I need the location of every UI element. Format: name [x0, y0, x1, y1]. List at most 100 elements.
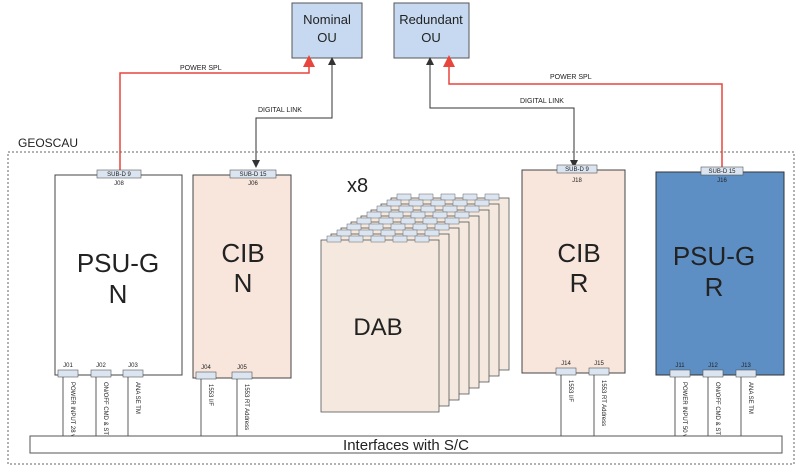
power-spl-right-label: POWER SPL	[550, 74, 592, 81]
nominal-ou-box: Nominal OU	[291, 2, 363, 59]
dab-connector-tab	[348, 235, 364, 243]
dab-connector-tab	[462, 193, 478, 201]
dab-connector-tab	[378, 217, 394, 225]
dab-connector-tab	[388, 211, 404, 219]
dab-connector-tab	[484, 193, 500, 201]
cib-r-top-connector-label: SUB-D 9	[565, 167, 589, 173]
bottom-io-label: POWER INPUT 28 volts	[69, 382, 75, 447]
dab-connector-tab	[368, 223, 384, 231]
dab-connector-tab	[422, 217, 438, 225]
bottom-jack-id: J04	[201, 365, 211, 371]
cib-r-module: SUB-D 9 J18 CIB R	[521, 164, 626, 374]
dab-connector-tab	[430, 199, 446, 207]
bottom-jack-id: J05	[237, 365, 247, 371]
dab-connector-tab	[390, 223, 406, 231]
psu-r-top-connector-label: SUB-D 15	[708, 169, 736, 175]
dab-connector-tab	[346, 223, 362, 231]
dab-connector-tab	[452, 199, 468, 207]
nominal-ou-line2: OU	[317, 30, 337, 45]
psu-g-r-module: SUB-D 15 J16 PSU-G R	[655, 166, 785, 376]
cib-n-subtitle: N	[234, 268, 253, 298]
digital-link-right-label: DIGITAL LINK	[520, 98, 564, 105]
cib-r-top-connector	[556, 164, 598, 174]
bottom-jack-id: J12	[708, 363, 718, 369]
psu-n-top-jack: J08	[114, 181, 124, 187]
bottom-connector	[588, 367, 610, 376]
bottom-connector	[231, 371, 253, 380]
dab-card-stack	[320, 193, 510, 413]
geoscau-label: GEOSCAU	[18, 136, 78, 150]
interfaces-bar: Interfaces with S/C	[29, 435, 783, 454]
geoscau-enclosure: GEOSCAU	[7, 136, 795, 465]
dab-connector-tab	[454, 211, 470, 219]
cib-r-subtitle: R	[570, 268, 589, 298]
digital-link-left-label: DIGITAL LINK	[258, 107, 302, 114]
dab-connector-tab	[412, 223, 428, 231]
psu-g-n-module: SUB-D 9 J08 PSU-G N	[54, 169, 183, 376]
interfaces-label: Interfaces with S/C	[343, 437, 469, 454]
psu-n-top-connector	[96, 169, 142, 179]
dab-connector-tab	[440, 193, 456, 201]
dab-connector-tab	[434, 223, 450, 231]
dab-connector-tab	[370, 235, 386, 243]
bottom-connector	[90, 369, 112, 378]
dab-connector-tab	[408, 199, 424, 207]
cib-n-module: SUB-D 15 J06 CIB N	[192, 169, 292, 379]
dab-connector-tab	[358, 229, 374, 237]
dab-connector-tab	[402, 229, 418, 237]
dab-connector-tab	[386, 199, 402, 207]
bottom-jack-id: J03	[128, 363, 138, 369]
bottom-io-label: 1553 I/F	[207, 384, 213, 406]
bottom-jack-id: J13	[741, 363, 751, 369]
dab-multiplier: x8	[347, 175, 368, 197]
psu-n-title: PSU-G	[77, 248, 159, 278]
bottom-connector	[555, 367, 577, 376]
bottom-jack-id: J11	[675, 363, 685, 369]
bottom-jack-id: J14	[561, 361, 571, 367]
dab-connector-tab	[410, 211, 426, 219]
psu-r-top-jack: J16	[717, 178, 727, 184]
bottom-jack-id: J02	[96, 363, 106, 369]
bottom-connector	[122, 369, 144, 378]
cib-r-top-jack: J18	[572, 178, 582, 184]
dab-card	[320, 239, 440, 413]
dab-connector-tab	[336, 229, 352, 237]
dab-connector-tab	[380, 229, 396, 237]
dab-connector-tab	[420, 205, 436, 213]
redundant-ou-line2: OU	[421, 30, 441, 45]
bottom-connector	[702, 369, 724, 378]
redundant-ou-line1: Redundant	[399, 12, 463, 27]
bottom-io-label: ANA SE TM	[134, 382, 140, 414]
cib-n-title: CIB	[221, 238, 264, 268]
bottom-connector	[57, 369, 79, 378]
dab-connector-tab	[474, 199, 490, 207]
bottom-connector	[195, 371, 217, 380]
digital-link-right: DIGITAL LINK	[426, 57, 578, 168]
bottom-io-label: 1553 RT Address	[243, 384, 249, 430]
dab-connector-tab	[442, 205, 458, 213]
dab-stack: x8 DAB	[320, 175, 510, 413]
bottom-io-label: ON/OFF CMD & STS	[714, 382, 720, 439]
cib-r-title: CIB	[557, 238, 600, 268]
cib-n-top-connector-label: SUB-D 15	[239, 172, 267, 178]
dab-connector-tab	[326, 235, 342, 243]
power-spl-right-link: POWER SPL	[443, 55, 723, 170]
cib-n-top-connector	[229, 169, 277, 179]
bottom-io-label: 1553 I/F	[567, 380, 573, 402]
bottom-connector	[735, 369, 757, 378]
bottom-io-label: 1553 RT Address	[600, 380, 606, 426]
bottom-jack-id: J15	[594, 361, 604, 367]
bottom-io-label: ANA SE TM	[747, 382, 753, 414]
dab-connector-tab	[396, 193, 412, 201]
dab-connector-tab	[392, 235, 408, 243]
dab-connector-tab	[414, 235, 430, 243]
nominal-ou-line1: Nominal	[303, 12, 351, 27]
bottom-jack-id: J01	[63, 363, 73, 369]
cib-n-top-jack: J06	[248, 181, 258, 187]
bottom-io-label: ON/OFF CMD & STS	[102, 382, 108, 439]
psu-r-subtitle: R	[705, 272, 724, 302]
digital-link-left: DIGITAL LINK	[252, 57, 336, 168]
dab-connector-tab	[464, 205, 480, 213]
